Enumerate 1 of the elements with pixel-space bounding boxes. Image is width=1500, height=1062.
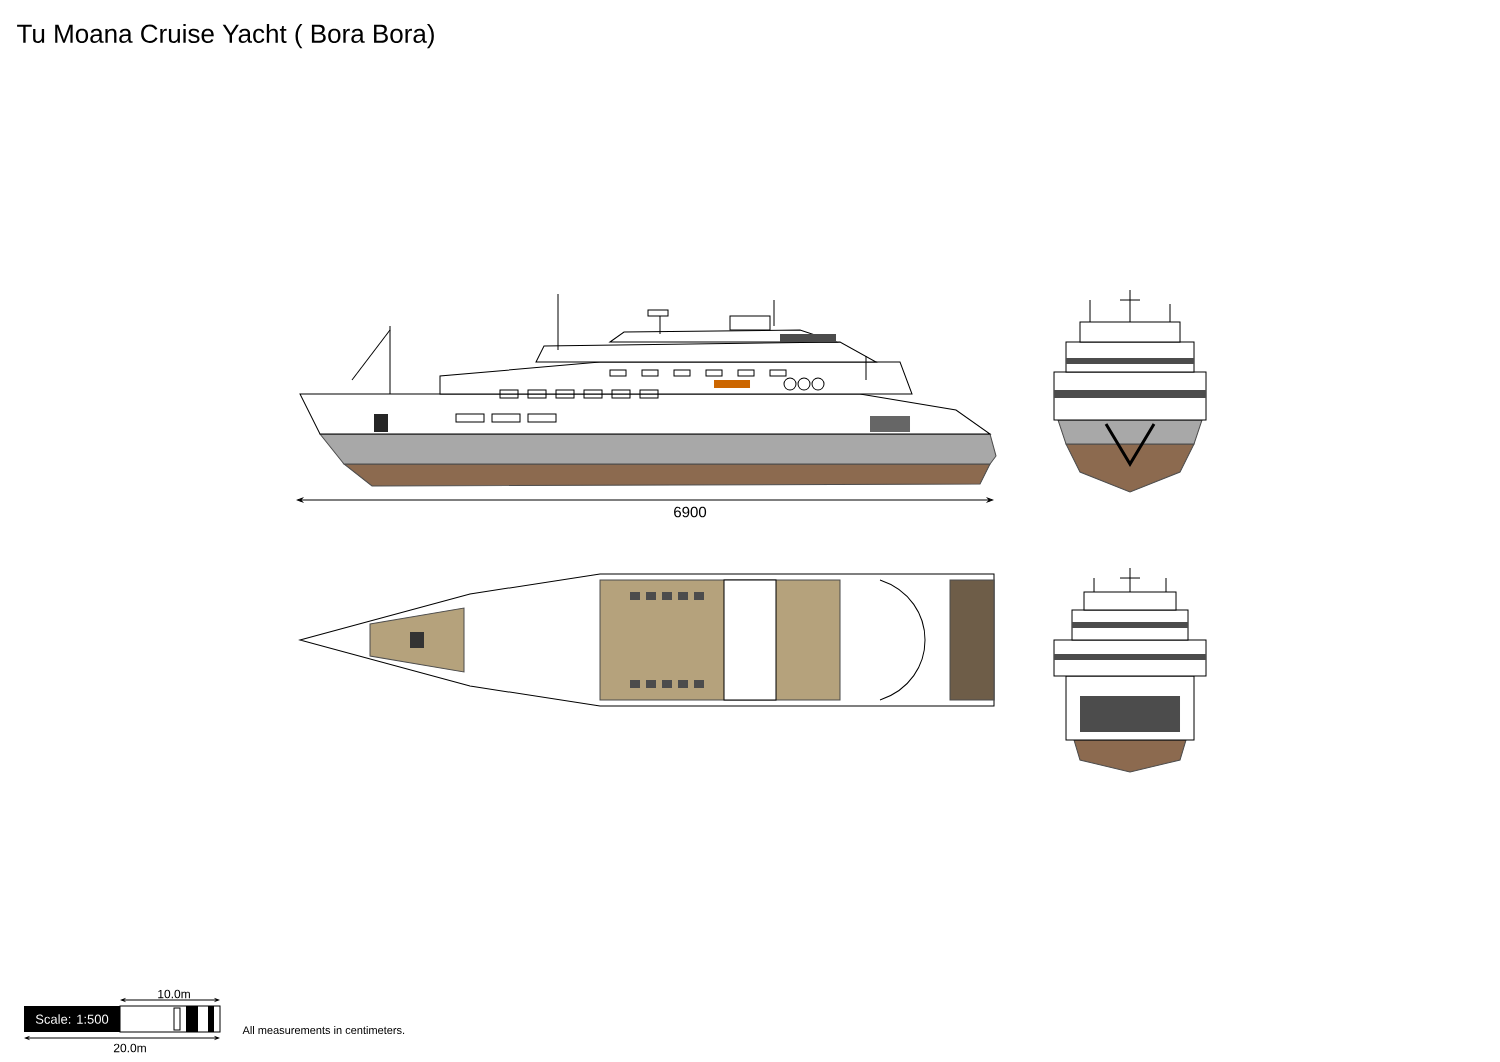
title: Tu Moana Cruise Yacht ( Bora Bora) <box>17 23 434 49</box>
